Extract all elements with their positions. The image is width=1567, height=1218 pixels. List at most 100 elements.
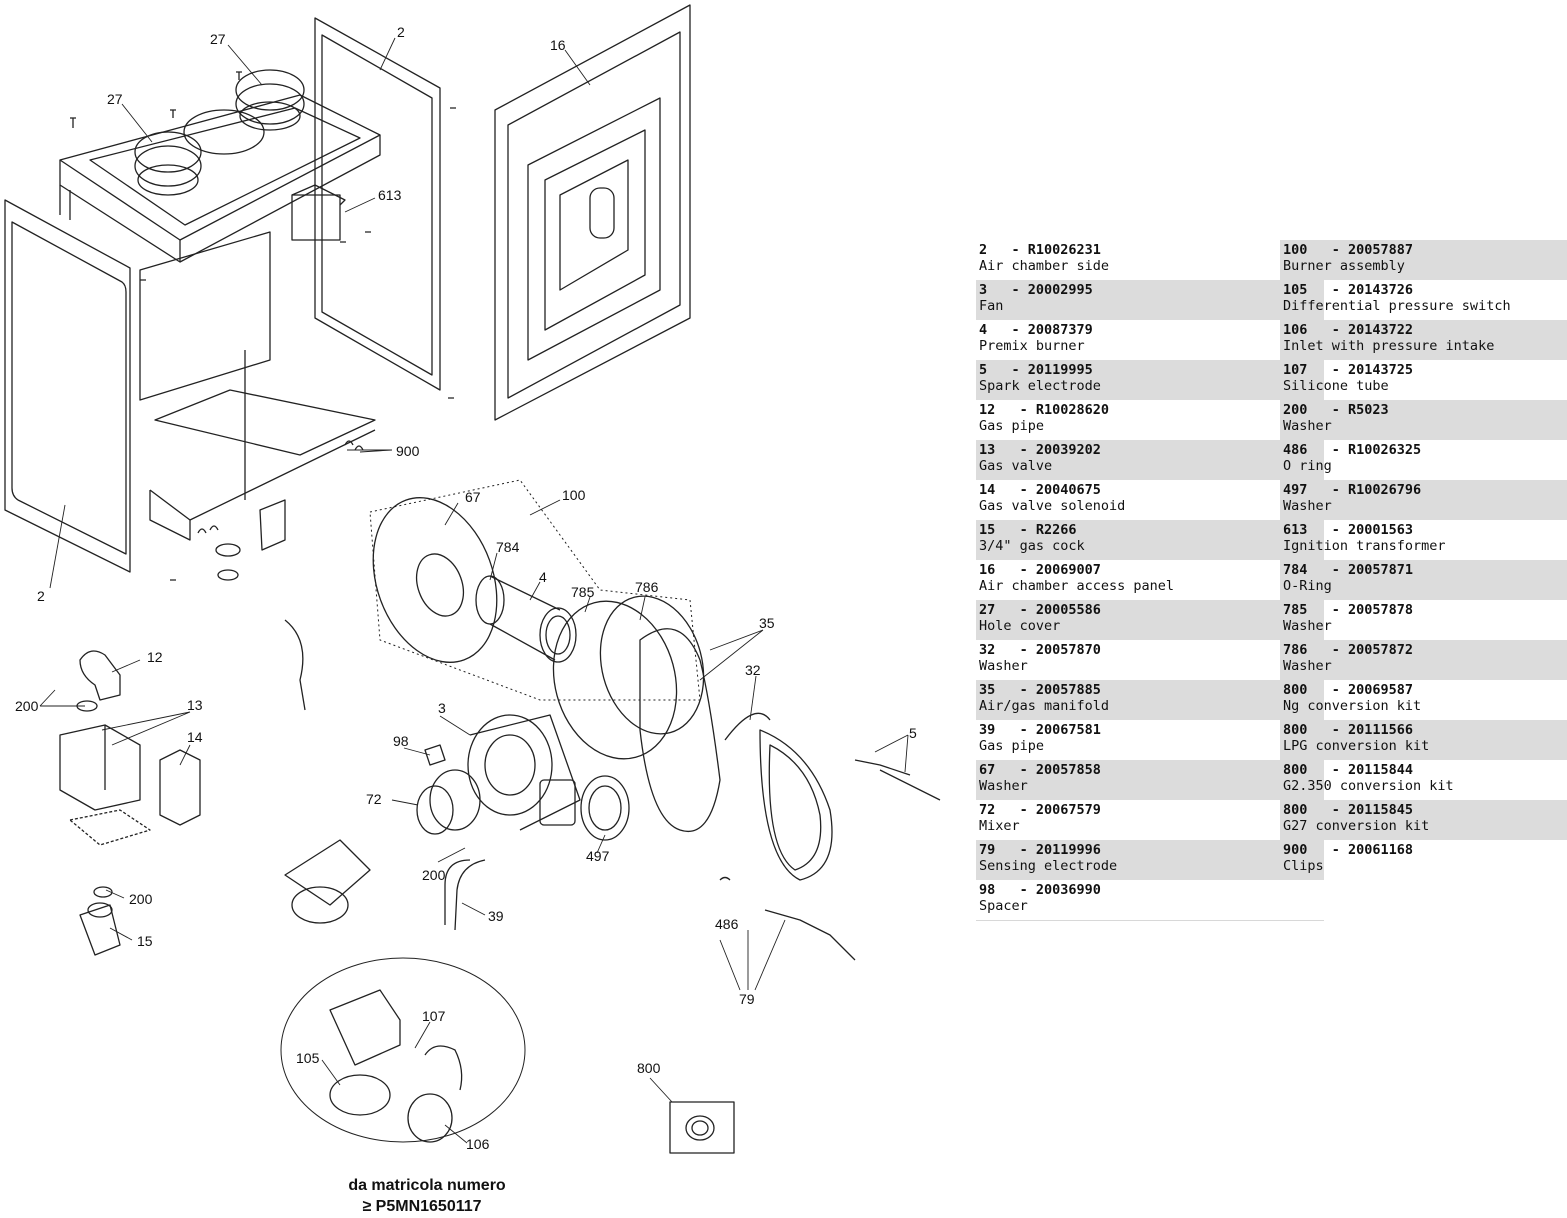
part-description: 3/4" gas cock	[979, 538, 1085, 554]
callout-14: 14	[187, 729, 203, 745]
hole-cover-left	[134, 131, 202, 196]
part-description: LPG conversion kit	[1283, 738, 1430, 754]
part-description: Ng conversion kit	[1283, 698, 1422, 714]
washer-67	[372, 497, 498, 663]
part-description: Differential pressure switch	[1283, 298, 1511, 314]
part-code: 32 - 20057870	[979, 642, 1101, 658]
part-description: G27 conversion kit	[1283, 818, 1430, 834]
callout-107: 107	[422, 1008, 446, 1024]
part-code: 200 - R5023	[1283, 402, 1389, 418]
part-code: 5 - 20119995	[979, 362, 1093, 378]
callout-16: 16	[550, 37, 566, 53]
part-description: Burner assembly	[1283, 258, 1405, 274]
callout-27-right: 27	[210, 31, 226, 47]
part-code: 106 - 20143722	[1283, 322, 1414, 338]
part-description: Air/gas manifold	[979, 698, 1110, 714]
part-description: Washer	[979, 778, 1028, 794]
callout-39: 39	[488, 908, 504, 924]
part-code: 107 - 20143725	[1283, 362, 1414, 378]
callout-4: 4	[539, 569, 547, 585]
callout-106: 106	[466, 1136, 490, 1152]
serial-note-line2: ≥ P5MN1650117	[362, 1198, 481, 1215]
part-description: O ring	[1283, 458, 1332, 474]
part-code: 67 - 20057858	[979, 762, 1101, 778]
callout-12: 12	[147, 649, 163, 665]
ignition-transformer	[291, 184, 346, 241]
part-code: 800 - 20115844	[1283, 762, 1414, 778]
callout-27-left: 27	[107, 91, 123, 107]
part-description: Clips	[1283, 858, 1324, 874]
air-chamber-top-frame	[59, 94, 381, 263]
part-description: Gas valve solenoid	[979, 498, 1126, 514]
part-description: Fan	[979, 298, 1004, 314]
part-code: 100 - 20057887	[1283, 242, 1414, 258]
callout-613: 613	[378, 187, 402, 203]
serial-note-line1: da matricola numero	[348, 1177, 506, 1194]
part-description: Mixer	[979, 818, 1020, 834]
part-description: Spacer	[979, 898, 1028, 914]
callout-35: 35	[759, 615, 775, 631]
part-description: Gas valve	[979, 458, 1053, 474]
part-code: 105 - 20143726	[1283, 282, 1414, 298]
part-code: 39 - 20067581	[979, 722, 1101, 738]
part-description: Washer	[1283, 658, 1332, 674]
part-code: 35 - 20057885	[979, 682, 1101, 698]
part-description: Sensing electrode	[979, 858, 1118, 874]
hole-cover-right	[235, 69, 305, 131]
fan	[467, 714, 581, 831]
callout-2-left: 2	[37, 588, 45, 604]
part-code: 486 - R10026325	[1283, 442, 1422, 458]
part-description: Gas pipe	[979, 418, 1045, 434]
part-description: Washer	[1283, 418, 1332, 434]
callout-98: 98	[393, 733, 409, 749]
callout-900: 900	[396, 443, 420, 459]
exploded-parts-diagram: 2 27 27 16 613 2 900 67 100 784 4 785 78…	[4, 4, 941, 1215]
callout-784: 784	[496, 539, 520, 555]
part-code: 3 - 20002995	[979, 282, 1093, 298]
callout-15: 15	[137, 933, 153, 949]
callout-200-top: 200	[15, 698, 39, 714]
part-description: Washer	[979, 658, 1028, 674]
part-description: Air chamber access panel	[979, 578, 1175, 594]
callout-32: 32	[745, 662, 761, 678]
part-description: Gas pipe	[979, 738, 1045, 754]
callout-2-top: 2	[397, 24, 405, 40]
part-description: Ignition transformer	[1283, 538, 1446, 554]
part-description: Hole cover	[979, 618, 1061, 634]
part-description: Washer	[1283, 498, 1332, 514]
part-code: 2 - R10026231	[979, 242, 1101, 258]
part-code: 72 - 20067579	[979, 802, 1101, 818]
part-description: Premix burner	[979, 338, 1085, 354]
callout-67: 67	[465, 489, 481, 505]
part-description: O-Ring	[1283, 578, 1332, 594]
air-chamber-side-panel-right	[314, 17, 441, 391]
callout-100: 100	[562, 487, 586, 503]
part-code: 784 - 20057871	[1283, 562, 1414, 578]
callout-800: 800	[637, 1060, 661, 1076]
callout-105: 105	[296, 1050, 320, 1066]
callout-72: 72	[366, 791, 382, 807]
